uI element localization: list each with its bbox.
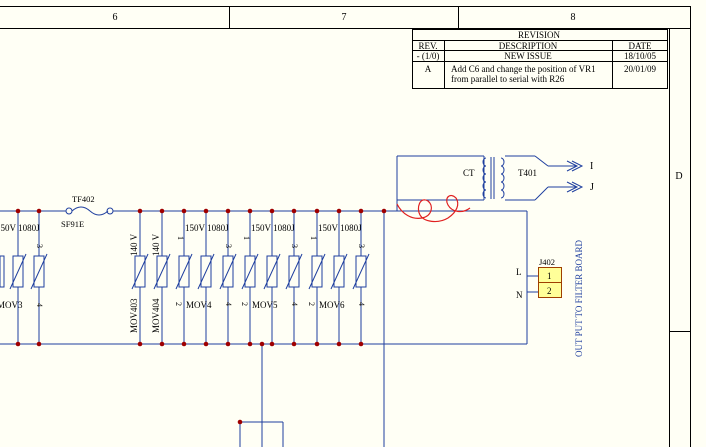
revision-header-description: DESCRIPTION: [499, 41, 558, 51]
mov403-label: MOV403: [129, 298, 139, 333]
mov404-rating: 140 V: [151, 233, 161, 256]
output-j-label: J: [590, 182, 594, 193]
mov4-pin-3: 3: [224, 244, 233, 248]
mov5-label: MOV5: [252, 300, 278, 310]
mov5-pin-3: 3: [290, 244, 299, 248]
revision-row-1-date: 18/10/05: [624, 51, 657, 61]
revision-row-2-description-line-1: Add C6 and change the position of VR1: [451, 64, 596, 74]
mov6-rating: 150V 1080J: [318, 223, 362, 233]
mov5-rating: 150V 1080J: [251, 223, 295, 233]
mov4-pin-1: 1: [176, 236, 185, 240]
revision-row-2-rev: A: [425, 64, 432, 74]
mov6-pin-2: 2: [307, 302, 316, 306]
revision-header-rev: REV.: [418, 41, 437, 51]
left-group-pin-3: 3: [35, 244, 44, 248]
revision-row-2-description-line-2: from parallel to serial with R26: [451, 74, 565, 84]
output-i-label: I: [590, 161, 593, 172]
mov6-label: MOV6: [319, 300, 345, 310]
ct-label: CT: [463, 168, 475, 178]
fuse-ref-label: TF402: [72, 194, 95, 204]
left-group-pin-4: 4: [35, 303, 44, 307]
varistor-labels: 150V 1080J MOV3 3 4 140 V MOV403 140 V M…: [0, 223, 366, 333]
revision-row-1-rev: - (1/0): [417, 51, 440, 61]
connector-j402: J402 1 2 L N: [516, 257, 562, 300]
current-transformer: [482, 157, 584, 199]
drawing-frame: [0, 6, 691, 447]
transformer-ref-label: T401: [518, 168, 537, 178]
mov4-pin-4: 4: [224, 302, 233, 306]
output-to-filter-label: OUT PUT TO FILTER BOARD: [574, 239, 584, 357]
zone-column-8: 8: [571, 12, 576, 23]
mov6-pin-1: 1: [309, 236, 318, 240]
left-group-mov-label: MOV3: [0, 300, 23, 310]
zone-column-6: 6: [113, 12, 118, 23]
connector-pin-2: 2: [547, 286, 552, 296]
varistor-bodies: [0, 253, 370, 290]
revision-table: REVISION REV. DESCRIPTION DATE - (1/0) N…: [412, 29, 668, 89]
mov4-rating: 150V 1080J: [185, 223, 229, 233]
revision-row-2-date: 20/01/09: [624, 64, 657, 74]
mov5-pin-1: 1: [242, 236, 251, 240]
revision-row-1-description: NEW ISSUE: [504, 51, 552, 61]
mov5-pin-4: 4: [290, 302, 299, 306]
mov4-label: MOV4: [186, 300, 212, 310]
connector-pin-1: 1: [547, 271, 552, 281]
annotation-loop: [396, 194, 471, 223]
mov4-pin-2: 2: [174, 302, 183, 306]
mov404-label: MOV404: [151, 298, 161, 333]
mov5-pin-2: 2: [240, 302, 249, 306]
zone-row-d: D: [675, 171, 682, 182]
mov403-rating: 140 V: [129, 233, 139, 256]
revision-header-date: DATE: [629, 41, 652, 51]
junction-dots: [15, 208, 387, 425]
connector-ref-label: J402: [539, 257, 555, 267]
zone-column-7: 7: [342, 12, 347, 23]
revision-title: REVISION: [518, 30, 560, 40]
fuse-part-label: SF91E: [61, 219, 84, 229]
connector-line-n: N: [516, 290, 523, 300]
connector-line-l: L: [516, 267, 522, 277]
mov6-pin-4: 4: [357, 302, 366, 306]
fuse-tf402: TF402 SF91E: [61, 194, 114, 229]
left-group-rating: 150V 1080J: [0, 223, 40, 233]
mov6-pin-3: 3: [357, 244, 366, 248]
